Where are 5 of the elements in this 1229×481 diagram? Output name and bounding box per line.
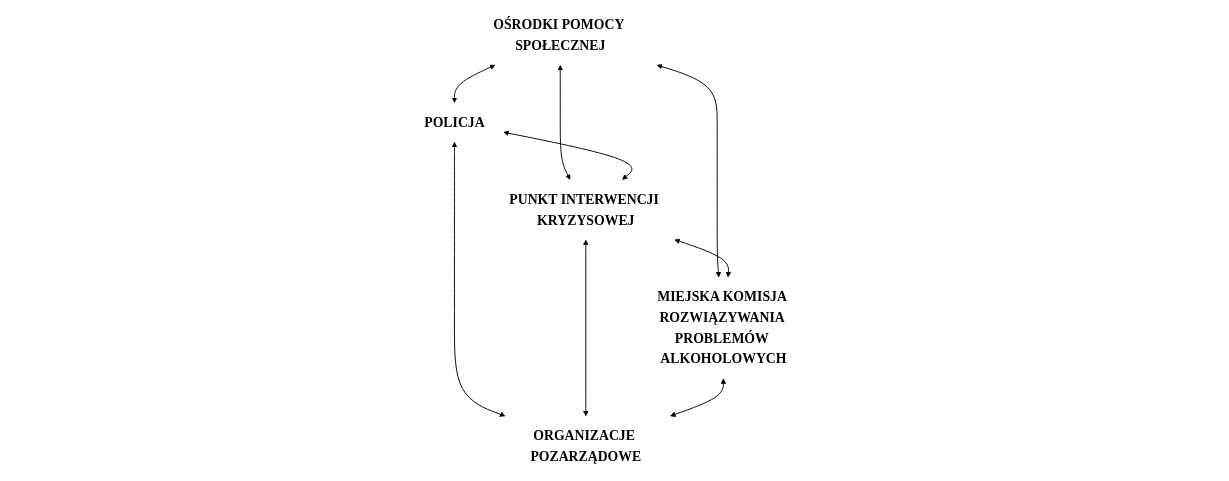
node-text: OŚRODKI POMOCY SPOŁECZNEJ: [493, 16, 624, 54]
node-text: MIEJSKA KOMISJA ROZWIĄZYWANIA PROBLEMÓW ALKOHOLOWYCH: [657, 288, 787, 367]
node-text: PUNKT INTERWENCJI KRYZYSOWEJ: [509, 191, 659, 228]
node-text: ORGANIZACJE POZARZĄDOWE: [530, 427, 642, 465]
node-text: POLICJA: [424, 114, 485, 131]
